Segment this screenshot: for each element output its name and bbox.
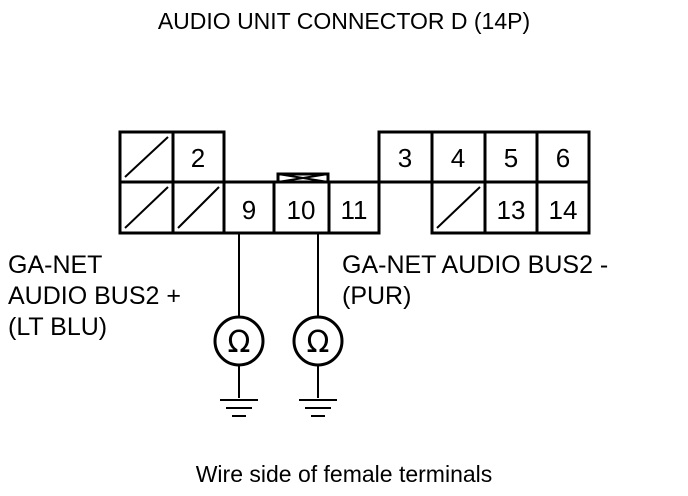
connector-cell-14 <box>535 180 591 235</box>
left-wire-label-line3: (LT BLU) <box>8 313 108 341</box>
left-wire-label-line1: GA-NET <box>8 251 103 279</box>
ohm-symbol-left: Ω <box>228 325 251 360</box>
pin-label-13: 13 <box>497 195 526 225</box>
blank-terminal-mark <box>124 136 169 178</box>
blank-terminal-mark <box>124 186 169 229</box>
blank-terminal-mark <box>177 186 220 229</box>
right-wire-label-line2: (PUR) <box>342 282 412 310</box>
pin-label-14: 14 <box>549 195 578 225</box>
pin-label-6: 6 <box>556 143 570 173</box>
locking-tab <box>276 172 330 184</box>
left-wire-label-line2: AUDIO BUS2 + <box>8 282 181 310</box>
pin-label-10: 10 <box>287 195 316 225</box>
pin-label-5: 5 <box>504 143 518 173</box>
pin-label-2: 2 <box>191 143 205 173</box>
ohm-symbol-right: Ω <box>307 325 330 360</box>
connector-cell-11 <box>327 180 381 235</box>
ground-icon-left <box>220 399 258 417</box>
diagram-title: AUDIO UNIT CONNECTOR D (14P) <box>157 8 531 34</box>
pin-label-4: 4 <box>451 143 465 173</box>
pin-label-9: 9 <box>242 195 256 225</box>
blank-terminal-mark <box>436 186 481 229</box>
ground-icon-right <box>299 399 337 417</box>
right-wire-label-line1: GA-NET AUDIO BUS2 - <box>342 251 609 279</box>
locking-tab-mark <box>277 173 329 183</box>
pin-label-3: 3 <box>398 143 412 173</box>
diagram-caption: Wire side of female terminals <box>195 461 493 487</box>
pin-label-11: 11 <box>341 195 368 225</box>
